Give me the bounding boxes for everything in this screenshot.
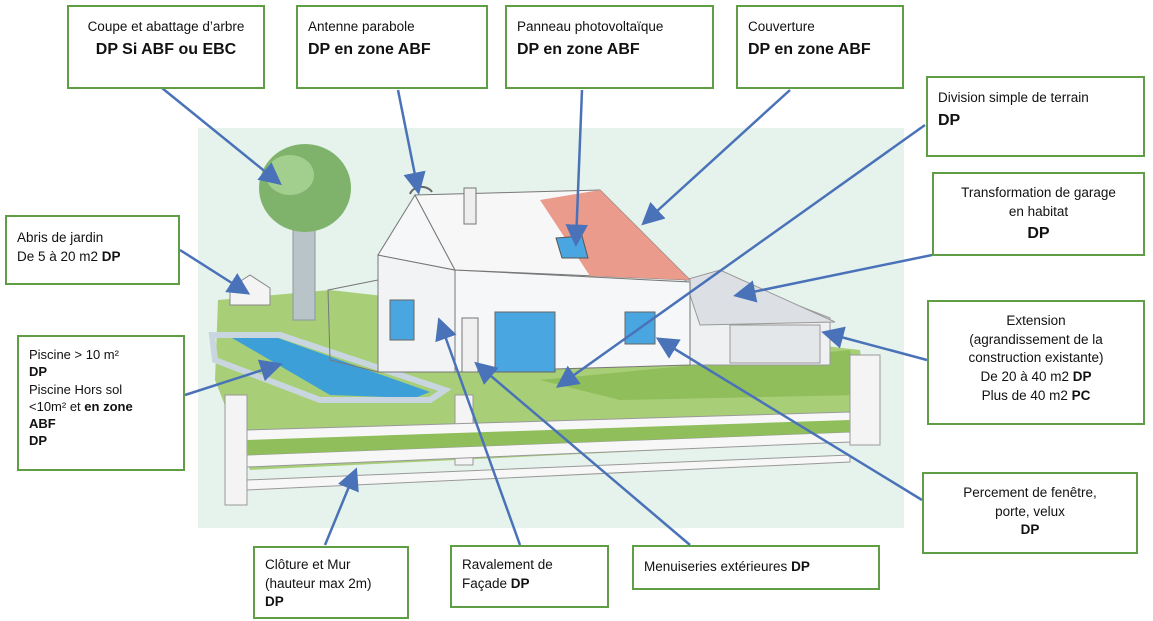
fence-post-right (849, 354, 881, 446)
label-couverture: Couverture DP en zone ABF (736, 5, 904, 89)
bay-window (494, 311, 556, 373)
fence-post-left (224, 394, 248, 506)
shutter (461, 317, 479, 373)
label-piscine: Piscine > 10 m² DP Piscine Hors sol <10m… (17, 335, 185, 471)
label-division: Division simple de terrain DP (926, 76, 1145, 157)
solar-panel (555, 235, 589, 259)
side-window (389, 299, 415, 341)
chimney (463, 187, 477, 225)
pool (232, 338, 430, 398)
label-ravalement: Ravalement de Façade DP (450, 545, 609, 608)
label-garage: Transformation de garage en habitat DP (932, 172, 1145, 256)
front-window (624, 311, 656, 345)
label-antenne: Antenne parabole DP en zone ABF (296, 5, 488, 89)
pool-edge (208, 332, 452, 403)
label-menuiseries: Menuiseries extérieures DP (632, 545, 880, 590)
veranda (327, 279, 379, 373)
label-abris: Abris de jardin De 5 à 20 m2 DP (5, 215, 180, 285)
tree-highlight (266, 155, 314, 195)
label-percement: Percement de fenêtre, porte, velux DP (922, 472, 1138, 554)
label-coupe: Coupe et abattage d’arbre DP Si ABF ou E… (67, 5, 265, 89)
label-panneau: Panneau photovoltaïque DP en zone ABF (505, 5, 714, 89)
label-cloture: Clôture et Mur (hauteur max 2m) DP (253, 546, 409, 619)
garage-door (729, 324, 821, 364)
label-extension: Extension (agrandissement de la construc… (927, 300, 1145, 425)
tree-trunk (292, 229, 316, 321)
